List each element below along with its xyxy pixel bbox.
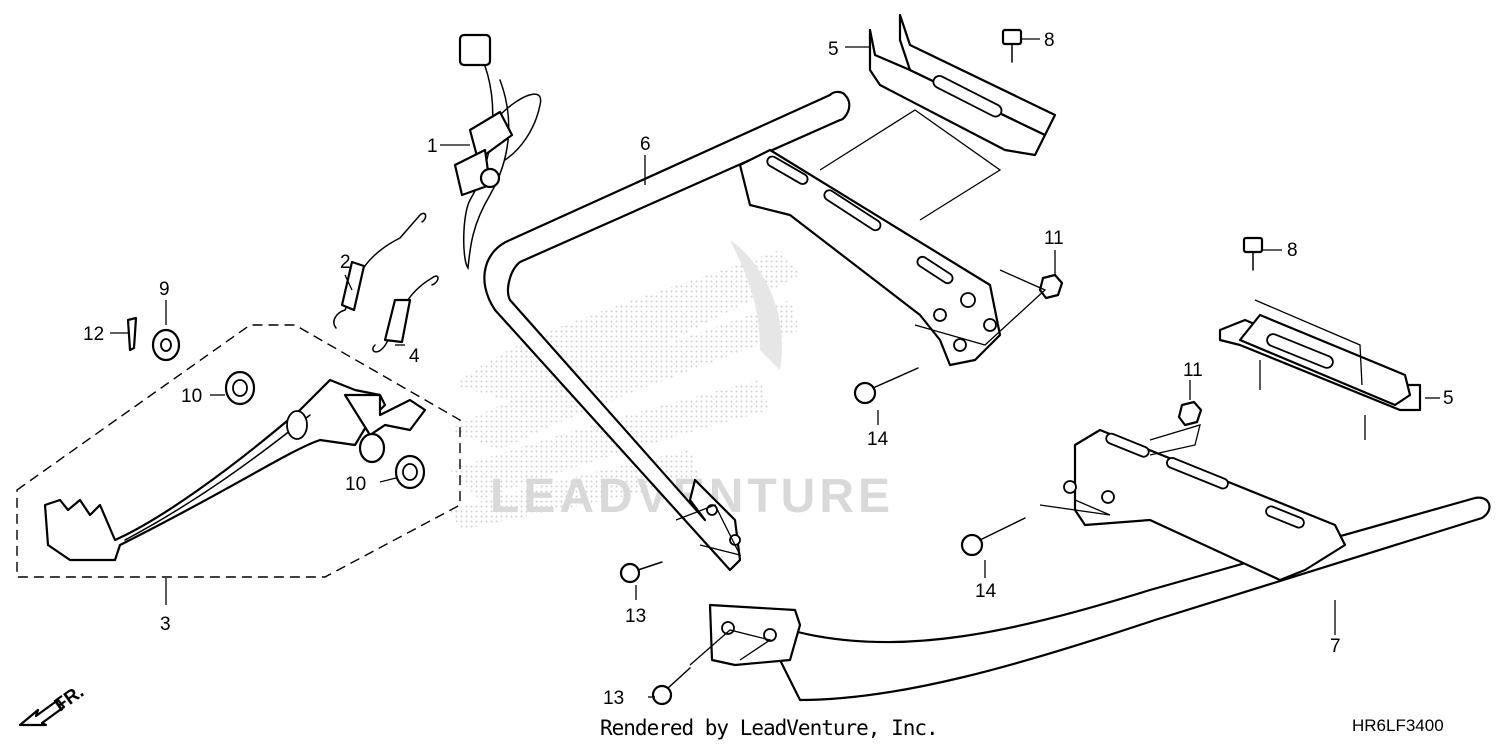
callout-5-left: 5 — [1443, 388, 1454, 409]
callout-8-upper: 8 — [1044, 30, 1055, 51]
bolt-lower-middle — [960, 517, 1026, 557]
bolt-upper-right — [1001, 28, 1023, 63]
callout-8-lower: 8 — [1287, 240, 1298, 261]
right-step-bar — [483, 90, 1002, 572]
callout-5-right: 5 — [828, 39, 839, 60]
callout-4: 4 — [409, 346, 420, 367]
left-footpeg — [1218, 313, 1422, 412]
callout-12: 12 — [83, 324, 104, 345]
nut-lower — [1177, 400, 1203, 427]
washer-hole — [160, 338, 172, 352]
bolt-upper-middle — [853, 367, 919, 405]
bushing-lower-hole — [402, 463, 418, 481]
right-footpeg — [868, 13, 1057, 157]
callout-14-upper: 14 — [867, 429, 889, 450]
left-step-bar — [708, 428, 1491, 702]
callout-2: 2 — [340, 252, 351, 273]
callout-6: 6 — [640, 134, 651, 155]
callout-10-lower: 10 — [345, 474, 366, 495]
callout-10-upper: 10 — [181, 386, 202, 407]
diagram-code: HR6LF3400 — [1352, 716, 1444, 735]
watermark: LEADVENTURE — [450, 240, 890, 530]
front-direction-indicator: FR. — [18, 681, 88, 727]
callouts: 1 2 3 4 5 5 6 7 8 8 9 10 10 11 11 12 13 … — [83, 30, 1454, 709]
render-credit: Rendered by LeadVenture, Inc. — [600, 716, 939, 740]
cotter-pin — [126, 316, 138, 352]
callout-1: 1 — [427, 136, 438, 157]
bolt-front-left — [619, 561, 663, 584]
nut-upper — [1038, 273, 1064, 300]
callout-11-upper: 11 — [1044, 228, 1064, 249]
callout-13-rear: 13 — [603, 688, 624, 709]
bolt-lower-right — [1242, 236, 1264, 271]
return-spring — [372, 275, 439, 353]
brake-switch — [453, 33, 542, 270]
callout-13-front: 13 — [625, 606, 646, 627]
callout-7: 7 — [1330, 636, 1341, 657]
leader-lines — [110, 38, 1440, 698]
callout-3: 3 — [160, 614, 171, 635]
bushing-upper-hole — [232, 379, 248, 397]
brake-pedal-assembly — [16, 324, 461, 578]
callout-14-lower: 14 — [975, 581, 997, 602]
bolt-rear-left — [651, 667, 691, 706]
callout-9: 9 — [159, 279, 170, 300]
brake-pedal-spring — [333, 212, 427, 329]
callout-11-lower: 11 — [1183, 360, 1203, 381]
